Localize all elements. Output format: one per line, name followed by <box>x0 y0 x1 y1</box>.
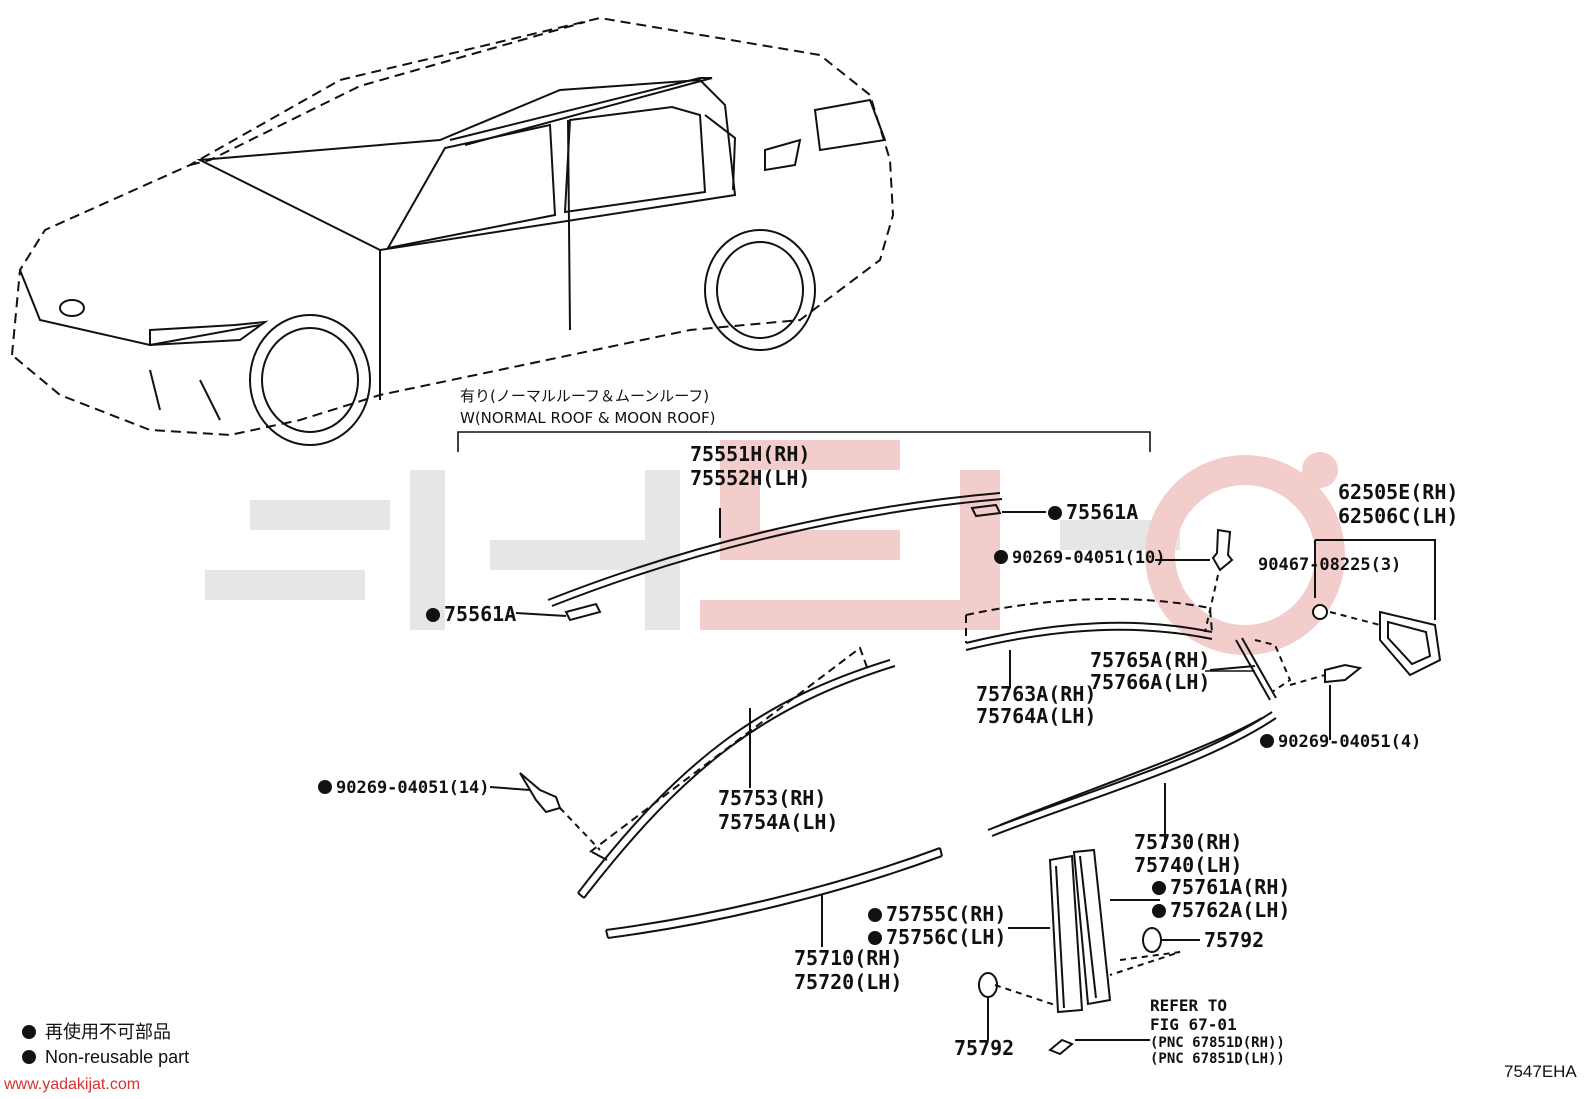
label-front-belt-lh[interactable]: 75720(LH) <box>794 970 903 994</box>
label-upper-rear-lh[interactable]: 75764A(LH) <box>976 704 1097 728</box>
legend-dot <box>22 1025 36 1039</box>
refer-line-1: REFER TO <box>1150 996 1228 1015</box>
label-nut-90467[interactable]: 90467-08225(3) <box>1258 555 1402 575</box>
label-roof-molding-lh[interactable]: 75552H(LH) <box>690 466 811 490</box>
label-front-pillar-lh[interactable]: 75754A(LH) <box>718 810 839 834</box>
label-clip-75792-bottom[interactable]: 75792 <box>954 1036 1015 1060</box>
watermark-url: www.yadakijat.com <box>4 1076 141 1093</box>
label-pillar-rear-rh[interactable]: 75761A(RH) <box>1152 875 1290 899</box>
label-upper-rear-rh[interactable]: 75763A(RH) <box>976 682 1097 706</box>
label-text: 75755C(RH) <box>886 902 1007 926</box>
figure-code: 7547EHA <box>1504 1062 1577 1081</box>
label-rear-belt-lh[interactable]: 75740(LH) <box>1134 853 1243 877</box>
non-reusable-marker <box>1048 506 1062 520</box>
label-front-belt-rh[interactable]: 75710(RH) <box>794 946 903 970</box>
label-front-pillar-rh[interactable]: 75753(RH) <box>718 786 827 810</box>
rear-upper-small-molding-part <box>1209 637 1292 701</box>
rear-belt-molding-part <box>987 711 1277 848</box>
refer-line-3: (PNC 67851D(RH)) <box>1150 1035 1285 1051</box>
variant-bracket <box>457 431 1151 452</box>
label-rivet-10[interactable]: 90269-04051(10) <box>994 546 1166 570</box>
front-belt-molding-part <box>605 847 943 947</box>
label-text: 75561A <box>1066 500 1139 524</box>
legend-dot <box>22 1050 36 1064</box>
variant-annotation-en: W(NORMAL ROOF & MOON ROOF) <box>460 409 716 427</box>
non-reusable-marker <box>868 931 882 945</box>
legend-jp-text: 再使用不可部品 <box>45 1022 172 1042</box>
label-pillar-front-rh[interactable]: 75755C(RH) <box>868 902 1006 926</box>
car-body-outline <box>10 16 895 446</box>
pillar-garnish-parts <box>978 848 1200 1056</box>
quarter-window-part <box>1289 539 1442 740</box>
non-reusable-marker <box>868 908 882 922</box>
non-reusable-marker <box>1152 881 1166 895</box>
non-reusable-marker <box>318 780 332 794</box>
label-rear-belt-rh[interactable]: 75730(RH) <box>1134 830 1243 854</box>
non-reusable-marker <box>994 550 1008 564</box>
label-rivet-4[interactable]: 90269-04051(4) <box>1260 730 1421 754</box>
label-rivet-14[interactable]: 90269-04051(14) <box>318 776 490 800</box>
label-text: 90269-04051(14) <box>336 778 490 798</box>
legend-jp: 再使用不可部品 <box>22 1021 171 1043</box>
non-reusable-marker <box>1152 904 1166 918</box>
label-quarter-window-lh[interactable]: 62506C(LH) <box>1338 504 1459 528</box>
label-pillar-rear-lh[interactable]: 75762A(LH) <box>1152 898 1290 922</box>
label-text: 75756C(LH) <box>886 925 1007 949</box>
refer-line-2[interactable]: FIG 67-01 <box>1150 1015 1237 1034</box>
label-text: 90269-04051(10) <box>1012 548 1166 568</box>
upper-rear-molding-part <box>965 528 1234 688</box>
non-reusable-marker <box>426 608 440 622</box>
label-clip-75561a-left[interactable]: 75561A <box>426 602 516 626</box>
label-clip-75561a-right[interactable]: 75561A <box>1048 500 1138 524</box>
legend-en: Non-reusable part <box>22 1046 189 1068</box>
front-pillar-molding-part <box>489 646 896 899</box>
label-text: 90269-04051(4) <box>1278 732 1422 752</box>
label-roof-molding-rh[interactable]: 75551H(RH) <box>690 442 811 466</box>
label-quarter-window-rh[interactable]: 62505E(RH) <box>1338 480 1459 504</box>
legend-en-text: Non-reusable part <box>45 1047 190 1067</box>
label-clip-75792-right[interactable]: 75792 <box>1204 928 1265 952</box>
non-reusable-marker <box>1260 734 1274 748</box>
label-rear-upper-rh[interactable]: 75765A(RH) <box>1090 648 1211 672</box>
roof-molding-part <box>515 492 1046 622</box>
refer-line-4: (PNC 67851D(LH)) <box>1150 1051 1285 1067</box>
label-text: 75761A(RH) <box>1170 875 1291 899</box>
watermark-logo <box>205 440 1345 655</box>
label-pillar-front-lh[interactable]: 75756C(LH) <box>868 925 1006 949</box>
variant-annotation-jp: 有り(ノーマルルーフ＆ムーンルーフ) <box>460 387 710 405</box>
label-text: 75561A <box>444 602 517 626</box>
label-text: 75762A(LH) <box>1170 898 1291 922</box>
label-rear-upper-lh[interactable]: 75766A(LH) <box>1090 670 1211 694</box>
